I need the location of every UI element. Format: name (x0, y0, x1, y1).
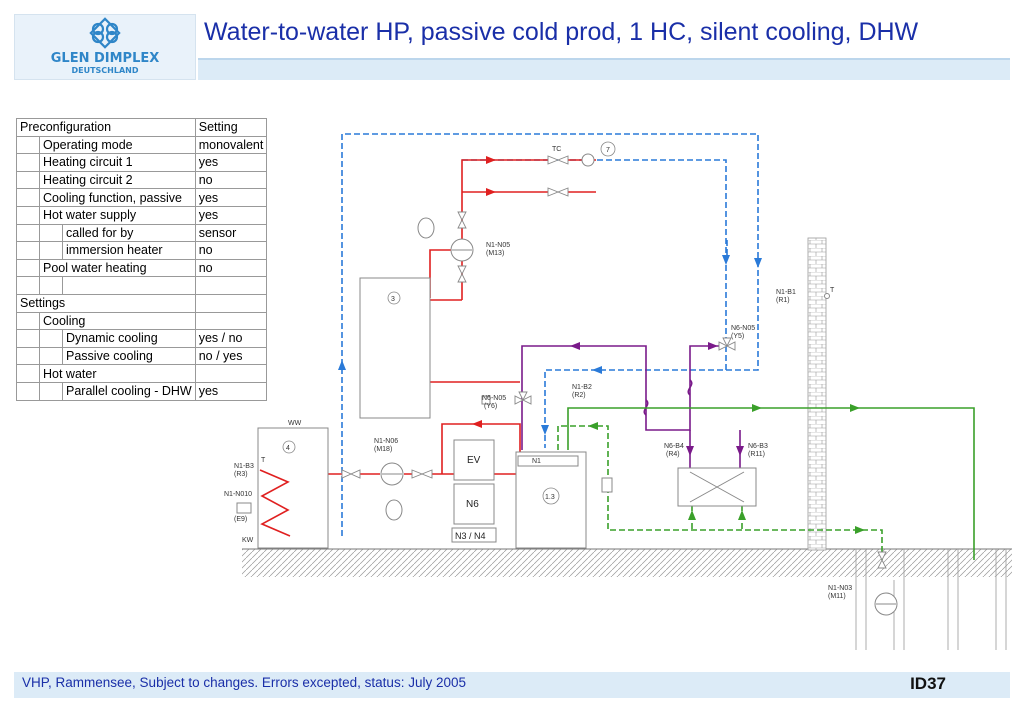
label-m18: (M18) (374, 446, 392, 453)
indent-cell (39, 381, 63, 401)
pump-m11-icon (874, 592, 898, 616)
silent-cooling-unit (677, 467, 757, 507)
component-7-circle (600, 141, 616, 157)
label-r1: (R1) (776, 297, 790, 304)
label-n1n05: N1-N05 (486, 242, 510, 249)
label-t2: T (261, 457, 266, 464)
label-n1b3: N1-B3 (234, 463, 254, 470)
page-title: Water-to-water HP, passive cold prod, 1 … (204, 18, 919, 46)
sensor-icons (481, 293, 830, 493)
ground-hatch (242, 549, 1012, 577)
label-r11: (R11) (748, 451, 765, 458)
expansion-vessel-icon (385, 217, 435, 521)
row-name: Parallel cooling - DHW (62, 381, 196, 401)
row-name: Operating mode (39, 135, 196, 155)
label-kw: KW (242, 537, 254, 544)
label-r2: (R2) (572, 392, 586, 399)
label-t1: T (830, 287, 835, 294)
table-row (16, 276, 268, 295)
blue-arrows (338, 255, 762, 435)
label-n6b4: N6-B4 (664, 443, 684, 450)
label-c7: 7 (606, 147, 610, 154)
pump-tc-icon (581, 153, 595, 167)
label-c3: 3 (391, 296, 395, 303)
label-n1n06: N1-N06 (374, 438, 398, 445)
dhw-heat-exchanger (259, 469, 291, 537)
row-value: no / yes (194, 346, 268, 366)
label-n1n03: N1-N03 (828, 585, 852, 592)
brick-wall (807, 237, 827, 551)
label-r3: (R3) (234, 471, 248, 478)
cooling-blue-dashed-pipes (341, 133, 759, 536)
label-ev: EV (467, 455, 481, 466)
row-name: Heating circuit 1 (39, 153, 196, 172)
label-n6n05b: N6-N05 (482, 395, 506, 402)
label-tc: TC (552, 146, 561, 153)
label-n6b3: N6-B3 (748, 443, 768, 450)
glen-dimplex-logo-icon (89, 17, 121, 49)
immersion-heater-symbol (236, 502, 252, 514)
row-value: monovalent (194, 135, 268, 155)
label-n1b1: N1-B1 (776, 289, 796, 296)
label-y5: (Y5) (731, 333, 744, 340)
logo: GLEN DIMPLEX DEUTSCHLAND (14, 14, 196, 80)
label-c4: 4 (286, 445, 290, 452)
header-name: Preconfiguration (16, 118, 196, 137)
table-row: Cooling (16, 311, 268, 331)
label-y6: (Y6) (484, 403, 497, 410)
pump-m13-icon (450, 238, 474, 262)
title-underline (198, 58, 1010, 80)
label-r4: (R4) (666, 451, 680, 458)
row-name: immersion heater (62, 241, 196, 260)
title-bar: Water-to-water HP, passive cold prod, 1 … (198, 14, 1010, 58)
green-arrows (588, 404, 865, 534)
pump-m18-icon (380, 462, 404, 486)
label-c13: 1.3 (545, 494, 555, 501)
well-pipes (855, 549, 1007, 650)
slide-id: ID37 (910, 674, 946, 693)
label-n6n05a: N6-N05 (731, 325, 755, 332)
row-value: yes (194, 205, 268, 225)
component-3-buffer (359, 277, 431, 419)
label-m13: (M13) (486, 250, 504, 257)
brine-green-pipes (567, 407, 975, 560)
logo-sub: DEUTSCHLAND (71, 66, 139, 75)
label-n3n4: N3 / N4 (455, 531, 486, 541)
row-name: Heating circuit 2 (39, 170, 196, 190)
component-4-dhw-tank (257, 427, 329, 549)
label-m11: (M11) (828, 593, 846, 600)
label-n6: N6 (466, 499, 479, 510)
footer-bar: VHP, Rammensee, Subject to changes. Erro… (14, 672, 1010, 698)
row-name: called for by (62, 223, 196, 243)
logo-brand: GLEN DIMPLEX (50, 51, 160, 66)
heating-red-pipes (288, 159, 596, 475)
purple-arrows (570, 342, 744, 456)
label-e9: (E9) (234, 516, 247, 523)
label-ww: WW (288, 420, 302, 427)
silent-cooling-purple-pipes (521, 345, 741, 468)
label-n1: N1 (532, 458, 541, 465)
valve-icons (341, 155, 887, 569)
table-row: Settings (16, 293, 268, 313)
label-n1b2: N1-B2 (572, 384, 592, 391)
footer-text: VHP, Rammensee, Subject to changes. Erro… (22, 675, 466, 690)
label-n1n010: N1-N010 (224, 491, 252, 498)
header-value: Setting (194, 118, 268, 137)
row-name: Cooling (39, 311, 196, 331)
heat-pump-unit (451, 439, 587, 549)
row-value: yes (194, 381, 268, 401)
row-name: Hot water supply (39, 205, 196, 225)
